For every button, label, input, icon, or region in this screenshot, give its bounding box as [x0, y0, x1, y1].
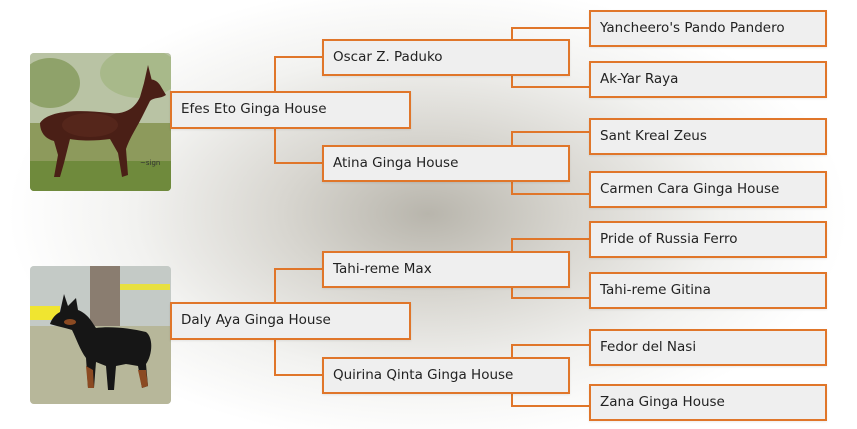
ancestor-box-5: Pride of Russia Ferro	[589, 221, 827, 258]
dam-dam-name: Quirina Qinta Ginga House	[333, 366, 514, 383]
sire-dam-name: Atina Ginga House	[333, 154, 459, 171]
connector-dam-to-dam	[274, 340, 322, 376]
ancestor-name-8: Zana Ginga House	[600, 393, 725, 410]
connector-atina-to-sire	[511, 131, 589, 145]
connector-dam-to-sire	[274, 268, 322, 302]
black-doberman-image	[30, 266, 171, 404]
connector-quirina-to-dam	[511, 393, 589, 407]
ancestor-box-4: Carmen Cara Ginga House	[589, 171, 827, 208]
sire-photo: ~sign	[30, 53, 171, 191]
ancestor-box-2: Ak-Yar Raya	[589, 61, 827, 98]
ancestor-box-7: Fedor del Nasi	[589, 329, 827, 366]
ancestor-name-3: Sant Kreal Zeus	[600, 127, 707, 144]
connector-quirina-to-sire	[511, 344, 589, 357]
dam-photo	[30, 266, 171, 404]
ancestor-box-3: Sant Kreal Zeus	[589, 118, 827, 155]
connector-max-to-dam	[511, 287, 589, 299]
ancestor-name-5: Pride of Russia Ferro	[600, 230, 738, 247]
brown-doberman-image: ~sign	[30, 53, 171, 191]
connector-sire-to-dam	[274, 128, 322, 164]
dam-dam-box: Quirina Qinta Ginga House	[322, 357, 570, 394]
ancestor-name-6: Tahi-reme Gitina	[600, 281, 711, 298]
connector-atina-to-dam	[511, 181, 589, 195]
sire-name: Efes Eto Ginga House	[181, 101, 327, 118]
sire-sire-box: Oscar Z. Paduko	[322, 39, 570, 76]
ancestor-name-1: Yancheero's Pando Pandero	[600, 19, 785, 36]
svg-text:~sign: ~sign	[140, 159, 160, 167]
ancestor-box-6: Tahi-reme Gitina	[589, 272, 827, 309]
ancestor-box-8: Zana Ginga House	[589, 384, 827, 421]
connector-max-to-sire	[511, 238, 589, 251]
ancestor-name-4: Carmen Cara Ginga House	[600, 180, 780, 197]
connector-sire-to-sire	[274, 56, 322, 91]
dam-sire-name: Tahi-reme Max	[333, 260, 432, 277]
ancestor-box-1: Yancheero's Pando Pandero	[589, 10, 827, 47]
sire-sire-name: Oscar Z. Paduko	[333, 48, 443, 65]
ancestor-name-7: Fedor del Nasi	[600, 338, 697, 355]
dam-name: Daly Aya Ginga House	[181, 312, 331, 329]
sire-box: Efes Eto Ginga House	[170, 91, 411, 129]
dam-sire-box: Tahi-reme Max	[322, 251, 570, 288]
connector-oscar-to-dam	[511, 75, 589, 88]
sire-dam-box: Atina Ginga House	[322, 145, 570, 182]
ancestor-name-2: Ak-Yar Raya	[600, 70, 679, 87]
dam-box: Daly Aya Ginga House	[170, 302, 411, 340]
connector-oscar-to-sire	[511, 27, 589, 39]
